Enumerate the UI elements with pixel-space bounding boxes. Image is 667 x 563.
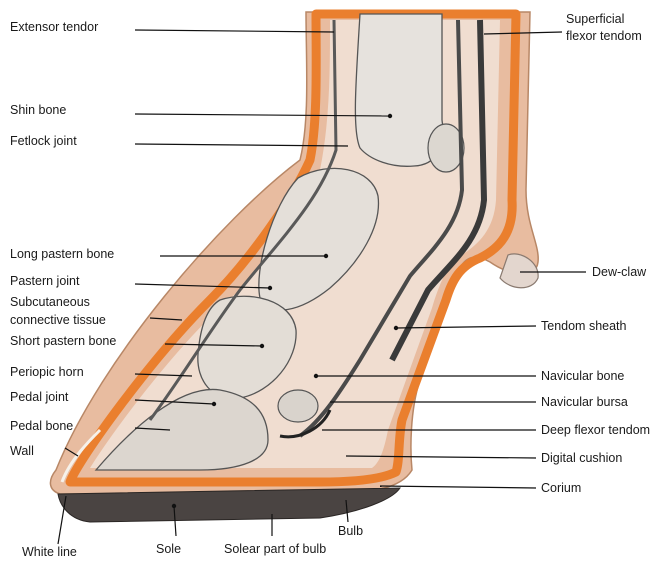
label-subcutaneous-1: Subcutaneous [10,295,90,309]
label-wall: Wall [10,444,34,458]
label-dew-claw: Dew-claw [592,265,647,279]
label-subcutaneous-2: connective tissue [10,313,106,327]
label-deep-flexor-tendon: Deep flexor tendom [541,423,650,437]
label-superficial-flexor-1: Superficial [566,12,624,26]
label-bulb: Bulb [338,524,363,538]
label-fetlock-joint: Fetlock joint [10,134,77,148]
label-digital-cushion: Digital cushion [541,451,622,465]
label-white-line: White line [22,545,77,559]
label-short-pastern-bone: Short pastern bone [10,334,116,348]
sesamoid-shape [428,124,464,172]
label-corium: Corium [541,481,581,495]
leader-extensor [135,30,334,32]
navicular-bone-shape [278,390,318,422]
label-long-pastern-bone: Long pastern bone [10,247,114,261]
label-tendon-sheath: Tendom sheath [541,319,627,333]
label-pedal-bone: Pedal bone [10,419,73,433]
label-periopic-horn: Periopic horn [10,365,84,379]
label-navicular-bone: Navicular bone [541,369,624,383]
label-shin-bone: Shin bone [10,103,66,117]
label-superficial-flexor-2: flexor tendom [566,29,642,43]
label-extensor-tendon: Extensor tendor [10,20,98,34]
label-navicular-bursa: Navicular bursa [541,395,628,409]
label-pedal-joint: Pedal joint [10,390,69,404]
label-solear-part-of-bulb: Solear part of bulb [224,542,326,556]
leader-corium [380,486,536,488]
label-pastern-joint: Pastern joint [10,274,80,288]
label-sole: Sole [156,542,181,556]
sole-shape [58,488,400,522]
